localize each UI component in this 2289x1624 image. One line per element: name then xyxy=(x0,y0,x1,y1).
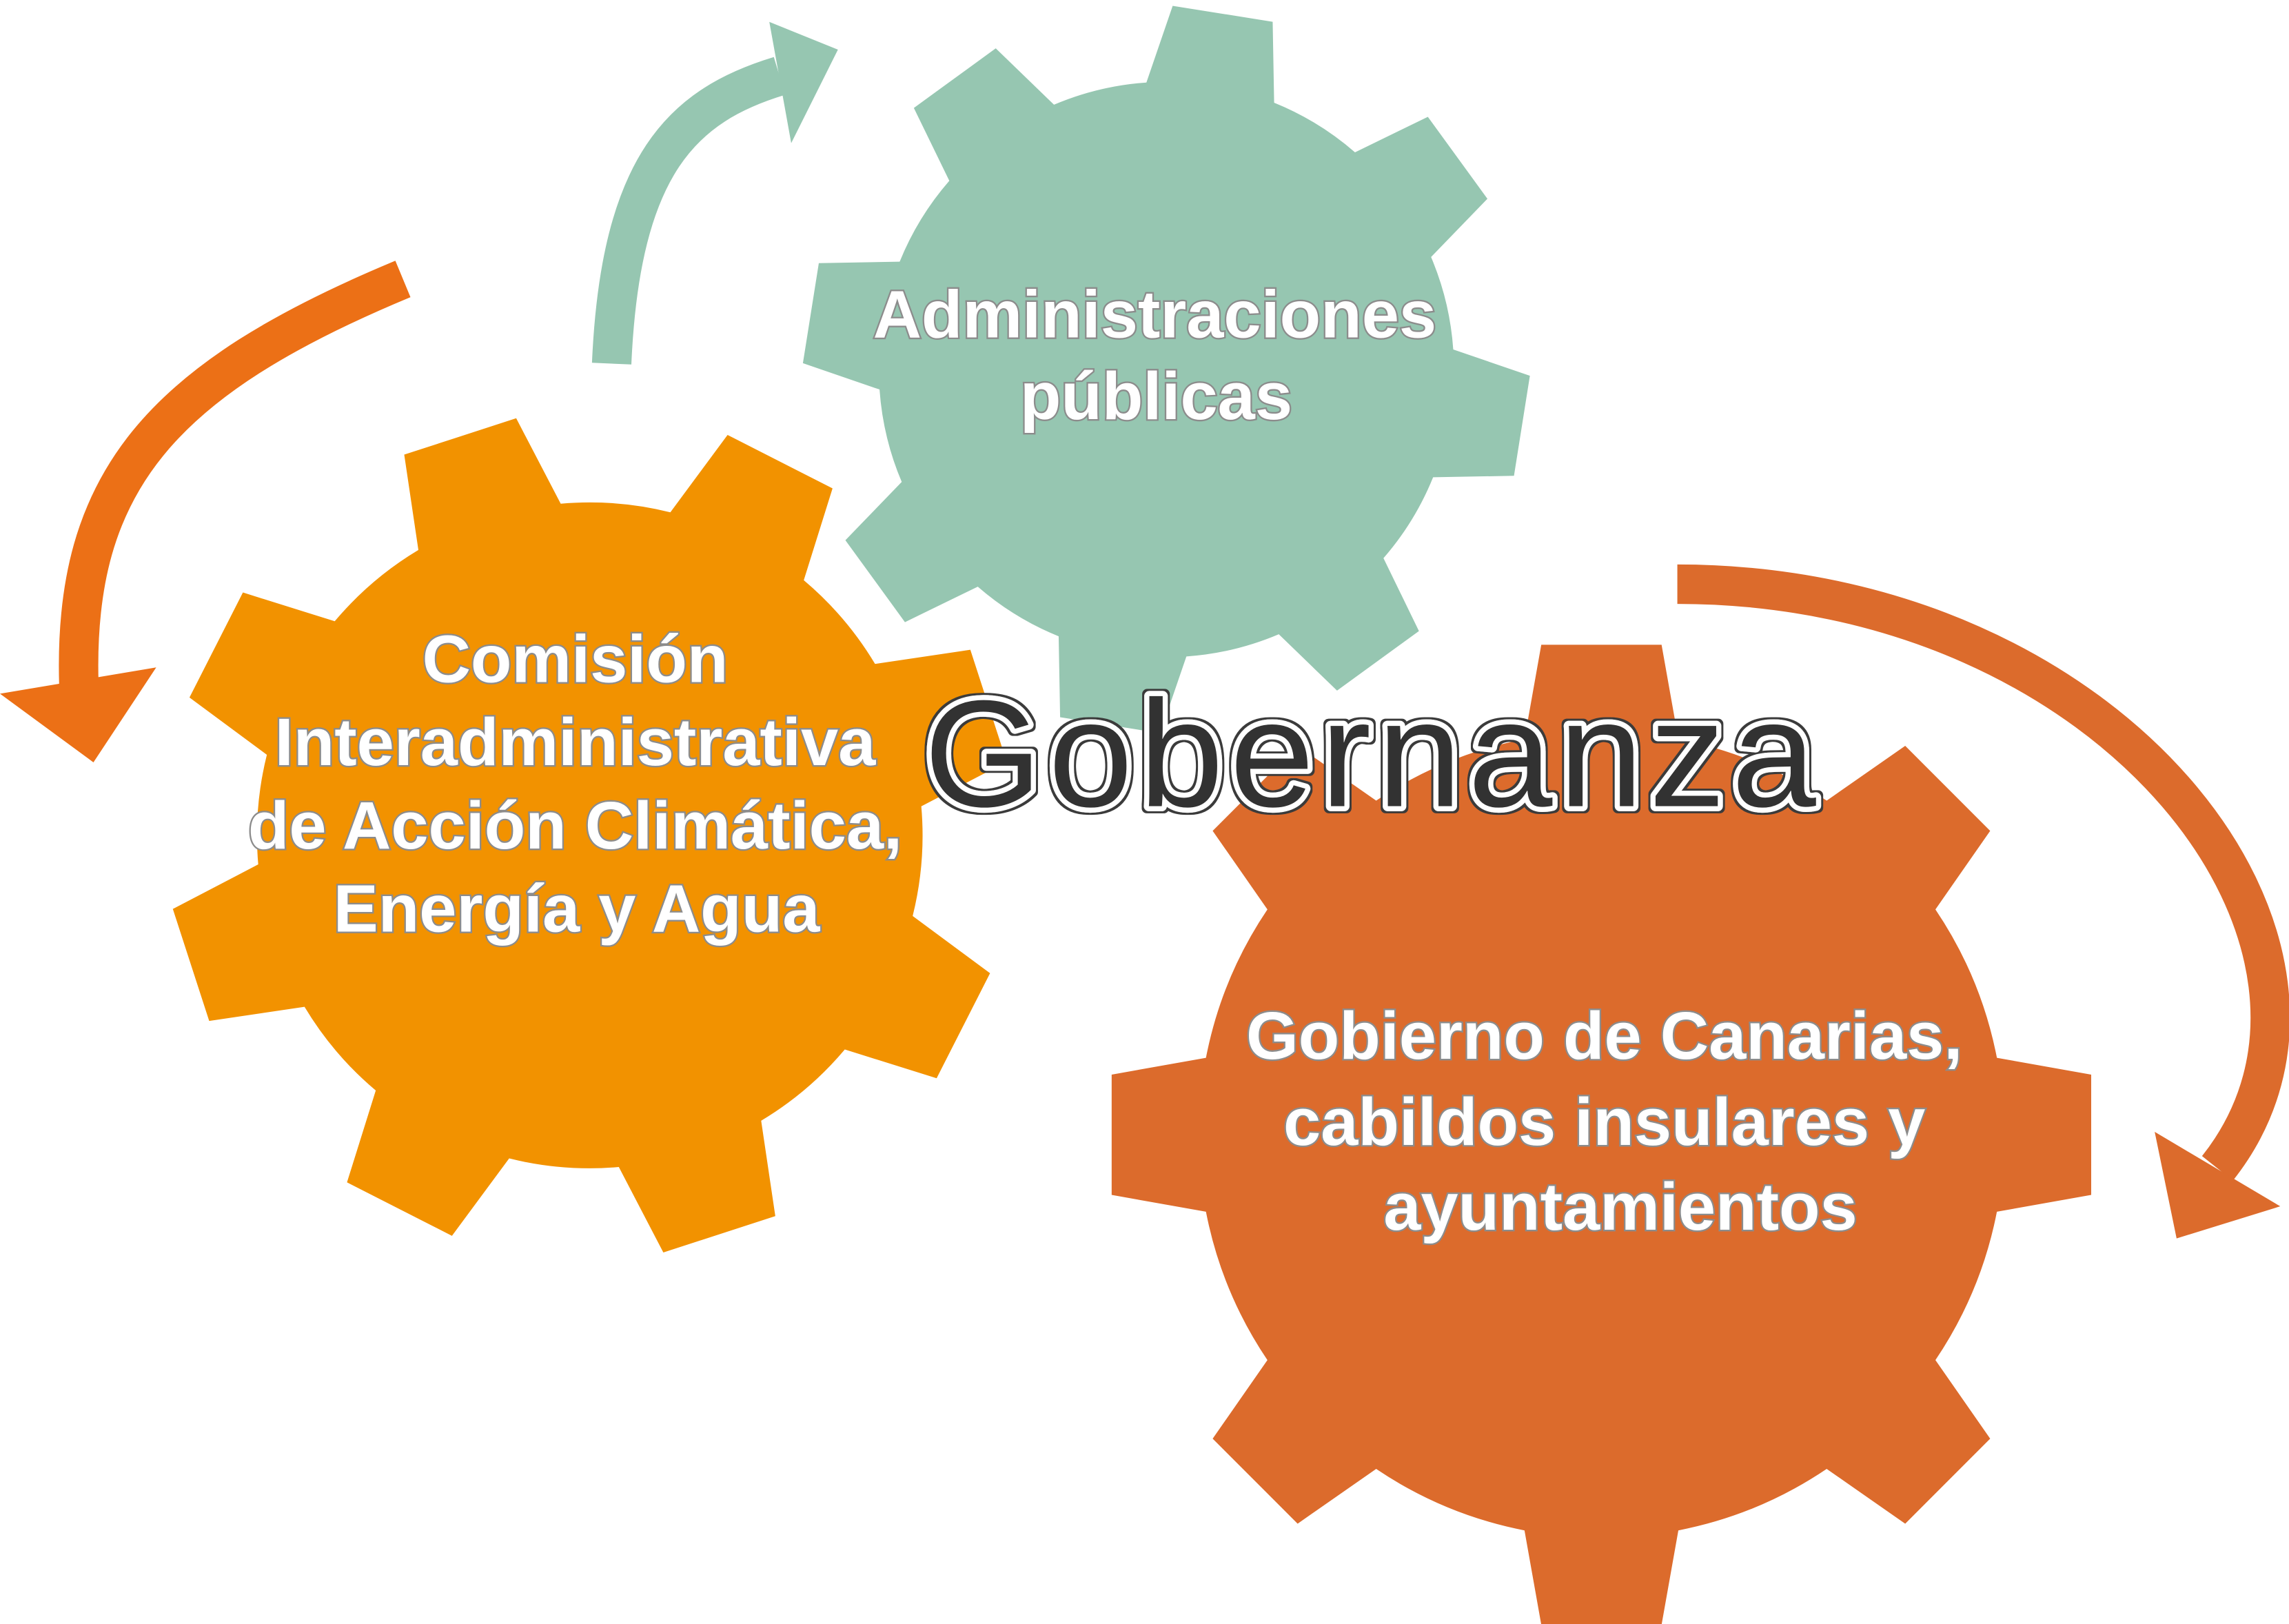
arrow-rust-head xyxy=(2155,1131,2281,1239)
arrow-teal-head xyxy=(769,21,838,143)
gear-comision xyxy=(172,418,1007,1253)
arrow-orange-head xyxy=(0,667,156,762)
gear-comision-label-line: Interadministrativa xyxy=(275,704,876,780)
gear-administraciones-label-line: Administraciones xyxy=(873,276,1436,352)
arrow-rust-shaft xyxy=(1677,564,2289,1181)
center-label: Gobernanza xyxy=(924,669,1817,838)
gear-gobierno xyxy=(1111,644,2092,1624)
gear-gobierno-label-line: Gobierno de Canarias, xyxy=(1246,998,1962,1073)
gear-administraciones xyxy=(802,6,1530,733)
arrow-orange-shaft xyxy=(59,261,411,684)
arrow-teal-shaft xyxy=(591,57,786,365)
gear-administraciones-label-line: públicas xyxy=(1020,358,1292,434)
arrow-teal xyxy=(591,21,838,365)
arrow-rust xyxy=(1677,564,2289,1239)
gear-gobierno-label-line: cabildos insulares y xyxy=(1283,1084,1925,1159)
gear-comision-label-line: Comisión xyxy=(423,621,729,696)
gear-gobierno-label-line: ayuntamientos xyxy=(1383,1169,1858,1244)
gear-comision-label-line: de Acción Climática, xyxy=(248,788,902,863)
arrow-orange xyxy=(0,261,411,762)
gear-comision-label-line: Energía y Agua xyxy=(334,871,820,946)
